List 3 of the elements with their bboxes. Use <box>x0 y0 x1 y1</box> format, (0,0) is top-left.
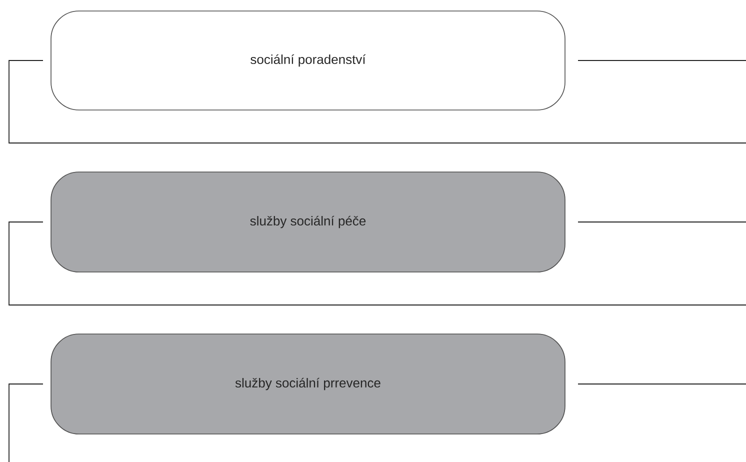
rounded-box: služby sociální péče <box>50 172 566 272</box>
rounded-box: služby sociální prrevence <box>50 334 566 434</box>
rounded-box: sociální poradenství <box>50 10 566 110</box>
